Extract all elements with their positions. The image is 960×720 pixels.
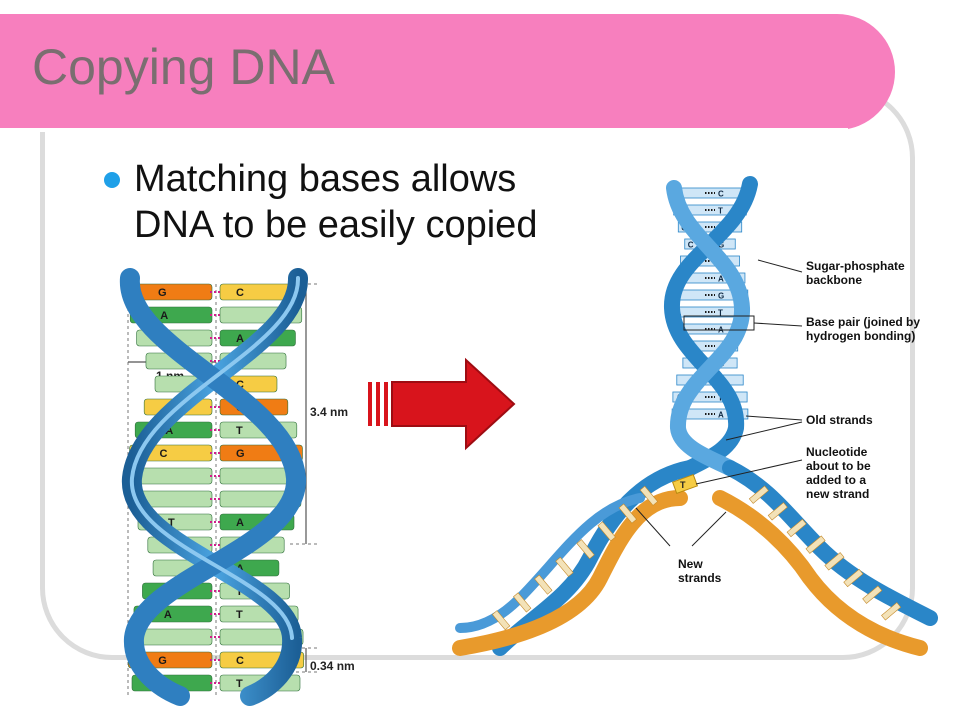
- base-letter: C: [160, 448, 168, 460]
- fork-rung: [786, 518, 807, 538]
- base-letter: A: [236, 517, 244, 529]
- callout-old-line-1: [745, 415, 803, 421]
- parent-helix: [664, 176, 758, 476]
- base-letter: A: [164, 609, 172, 621]
- callouts: [635, 259, 803, 547]
- base-rung: [677, 221, 743, 233]
- callout-backbone-line: [757, 259, 803, 273]
- title-band: [0, 14, 895, 130]
- fork-rung: [862, 585, 883, 604]
- base-letter: G: [718, 241, 724, 250]
- strand-b: [119, 268, 306, 706]
- label-line: added to a: [806, 473, 866, 487]
- fork-rung: [534, 574, 553, 595]
- left-new-strand: [452, 490, 688, 656]
- label-line: hydrogen bonding): [806, 329, 915, 343]
- label-nucleotide-line1: Nucleotide: [806, 445, 868, 459]
- old-strand-b: [666, 180, 750, 476]
- base-letter: T: [236, 425, 243, 437]
- arrow-body: [391, 357, 516, 451]
- base-letter: A: [718, 411, 724, 420]
- free-nucleotide-letter: T: [680, 480, 686, 490]
- arrow-bar-3: [384, 382, 388, 426]
- label-backbone: Sugar-phosphate backbone: [806, 259, 908, 287]
- label-line: about to be: [806, 459, 871, 473]
- base-letter: C: [688, 241, 694, 250]
- base-letter: T: [236, 609, 243, 621]
- free-nucleotide-base: [671, 473, 699, 495]
- fork-base-pairs: [491, 485, 902, 631]
- right-new-strand: [712, 490, 928, 656]
- dna-helix-diagram: 1 nm 3.4 nm 0.34 nm GCAACCGATCGTAAATATGC…: [119, 268, 355, 706]
- fork-rung: [597, 521, 616, 542]
- base-pair: [127, 467, 305, 485]
- base-letter: G: [236, 448, 245, 460]
- label-line: backbone: [806, 273, 862, 287]
- left-daughter-helix: [452, 460, 698, 656]
- label-new-strands: New strands: [678, 557, 722, 585]
- callout-old-line-2: [725, 421, 803, 441]
- label-backbone-line1: Sugar-phosphate: [806, 259, 905, 273]
- base-letter: A: [165, 425, 173, 437]
- bullet-text: Matching bases allows DNA to be easily c…: [134, 158, 538, 246]
- fork-rung: [576, 539, 595, 560]
- label-base-pair: Base pair (joined by hydrogen bonding): [806, 315, 923, 343]
- free-nucleotide: T: [671, 473, 699, 495]
- base-letter: G: [158, 655, 167, 667]
- fork-rung: [555, 556, 574, 577]
- fork-rung: [639, 485, 659, 506]
- base-letter: T: [718, 207, 723, 216]
- base-letter: C: [236, 379, 244, 391]
- base-letter: A: [718, 275, 724, 284]
- callout-new-line-1: [635, 507, 671, 547]
- label-base-pair-line1: Base pair (joined by: [806, 315, 920, 329]
- bullet-dot-icon: [104, 172, 120, 188]
- fork-rung: [805, 535, 826, 554]
- arrow-bar-1: [368, 382, 372, 426]
- base-pair: [128, 628, 304, 646]
- arrow-bar-2: [376, 382, 380, 426]
- fork-rung: [767, 502, 788, 521]
- label-new-strands-line1: New: [678, 557, 703, 571]
- label-line: strands: [678, 571, 722, 585]
- base-pair: [130, 490, 302, 508]
- fork-rung: [843, 568, 864, 588]
- base-letter: A: [160, 310, 168, 322]
- base-letter: A: [236, 333, 244, 345]
- base-rung: [672, 391, 748, 403]
- title-underline: [0, 128, 848, 132]
- right-arrow-icon: [368, 357, 516, 451]
- fork-rung: [748, 485, 769, 504]
- base-letter: T: [168, 517, 175, 529]
- base-letter: C: [236, 287, 244, 299]
- helix-strands: [119, 268, 309, 706]
- fork-rung: [618, 503, 637, 524]
- turn-label: 3.4 nm: [310, 405, 348, 419]
- callout-nucleotide-line: [695, 459, 803, 485]
- strand-a-highlight: [129, 276, 301, 640]
- base-letter: G: [718, 292, 724, 301]
- fork-rung: [491, 610, 511, 631]
- base-letter: T: [236, 678, 243, 690]
- slide-title: Copying DNA: [32, 39, 335, 95]
- base-letter: T: [236, 586, 243, 598]
- base-letter: C: [236, 655, 244, 667]
- fork-rung: [881, 602, 902, 621]
- fork-rung: [824, 552, 845, 571]
- label-old-strands: Old strands: [806, 413, 873, 427]
- step-label: 0.34 nm: [310, 659, 355, 673]
- callout-base-pair-line: [753, 322, 803, 327]
- label-line: new strand: [806, 487, 869, 501]
- base-letter: G: [158, 287, 167, 299]
- base-letter: C: [718, 190, 724, 199]
- fork-rung: [513, 592, 532, 613]
- left-old-strand-back: [455, 493, 645, 633]
- base-letter: T: [718, 309, 723, 318]
- callout-new-line-2: [691, 511, 727, 547]
